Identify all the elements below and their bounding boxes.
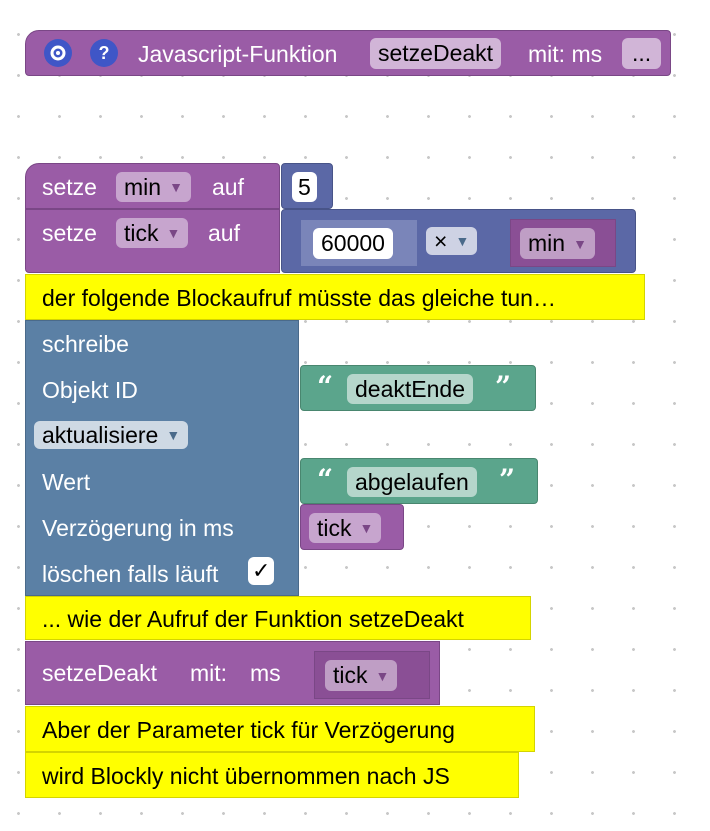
call-param-label: ms — [250, 660, 281, 686]
operator-dropdown[interactable]: ×▼ — [426, 227, 478, 255]
comment-2-text: ... wie der Aufruf der Funktion setzeDea… — [42, 606, 464, 632]
comment-1-text: der folgende Blockaufruf müsste das glei… — [42, 285, 556, 311]
dropdown-arrow-icon: ▼ — [166, 225, 181, 241]
set-tick-label: setze — [42, 220, 97, 246]
close-quote-icon: ” — [495, 370, 512, 403]
number-5-field[interactable]: 5 — [292, 172, 317, 202]
dropdown-arrow-icon: ▼ — [375, 667, 390, 684]
dropdown-arrow-icon: ▼ — [573, 235, 587, 252]
number-5-block[interactable]: 5 — [281, 163, 333, 209]
text-deaktende-field[interactable]: deaktEnde — [347, 374, 473, 404]
clear-running-label: löschen falls läuft — [42, 561, 219, 587]
dropdown-arrow-icon: ▼ — [169, 179, 183, 195]
comment-block-4[interactable]: wird Blockly nicht übernommen nach JS — [25, 752, 519, 798]
write-state-block[interactable]: schreibe Objekt ID aktualisiere▼ Wert Ve… — [25, 320, 299, 596]
clear-running-checkbox[interactable]: ✓ — [248, 557, 274, 585]
dropdown-arrow-icon: ▼ — [359, 520, 374, 536]
multiply-block[interactable]: 60000 ×▼ min▼ — [281, 209, 636, 273]
tick-arg-variable-block[interactable]: tick▼ — [314, 651, 430, 699]
set-tick-auf-label: auf — [208, 220, 240, 246]
help-icon[interactable]: ? — [90, 39, 118, 67]
delay-label: Verzögerung in ms — [42, 515, 234, 541]
write-title: schreibe — [42, 331, 129, 357]
object-id-label: Objekt ID — [42, 377, 138, 403]
tick-arg-dropdown[interactable]: tick▼ — [325, 660, 398, 691]
function-definition-block[interactable]: ? Javascript-Funktion setzeDeakt mit: ms… — [25, 30, 671, 76]
comment-4-text: wird Blockly nicht übernommen nach JS — [42, 763, 450, 789]
function-more-button[interactable]: ... — [622, 38, 662, 69]
function-label: Javascript-Funktion — [138, 41, 338, 67]
close-quote-icon: ” — [499, 463, 516, 496]
number-60000-block[interactable]: 60000 — [300, 219, 418, 267]
function-name-field[interactable]: setzeDeakt — [370, 38, 502, 69]
call-mit-label: mit: — [190, 660, 228, 686]
set-min-label: setze — [42, 174, 97, 200]
set-tick-block[interactable]: setze tick▼ auf — [25, 209, 280, 273]
tick-delay-variable-block[interactable]: tick▼ — [300, 504, 404, 550]
text-deaktende-block[interactable]: “ deaktEnde ” — [300, 365, 536, 411]
tick-delay-dropdown[interactable]: tick▼ — [309, 513, 382, 543]
set-min-block[interactable]: setze min▼ auf — [25, 163, 280, 209]
min-variable-block[interactable]: min▼ — [510, 219, 616, 267]
call-name: setzeDeakt — [42, 660, 158, 686]
gear-icon[interactable] — [44, 39, 72, 67]
value-label: Wert — [42, 469, 91, 495]
min-variable-dropdown[interactable]: min▼ — [116, 172, 191, 202]
function-params-label: mit: ms — [528, 41, 603, 67]
text-abgelaufen-field[interactable]: abgelaufen — [347, 467, 477, 497]
open-quote-icon: “ — [317, 463, 334, 496]
open-quote-icon: “ — [317, 370, 334, 403]
comment-block-2[interactable]: ... wie der Aufruf der Funktion setzeDea… — [25, 596, 531, 640]
min-getter-dropdown[interactable]: min▼ — [520, 228, 595, 259]
comment-block-3[interactable]: Aber der Parameter tick für Verzögerung — [25, 706, 535, 752]
comment-block-1[interactable]: der folgende Blockaufruf müsste das glei… — [25, 274, 645, 320]
number-60000-field[interactable]: 60000 — [313, 228, 393, 259]
set-min-auf-label: auf — [212, 174, 244, 200]
procedure-call-block[interactable]: setzeDeakt mit: ms tick▼ — [25, 641, 440, 705]
dropdown-arrow-icon: ▼ — [455, 233, 470, 249]
mode-dropdown[interactable]: aktualisiere▼ — [34, 421, 189, 449]
dropdown-arrow-icon: ▼ — [166, 427, 181, 443]
text-abgelaufen-block[interactable]: “ abgelaufen ” — [300, 458, 538, 504]
tick-variable-dropdown[interactable]: tick▼ — [116, 218, 189, 248]
comment-3-text: Aber der Parameter tick für Verzögerung — [42, 717, 455, 743]
